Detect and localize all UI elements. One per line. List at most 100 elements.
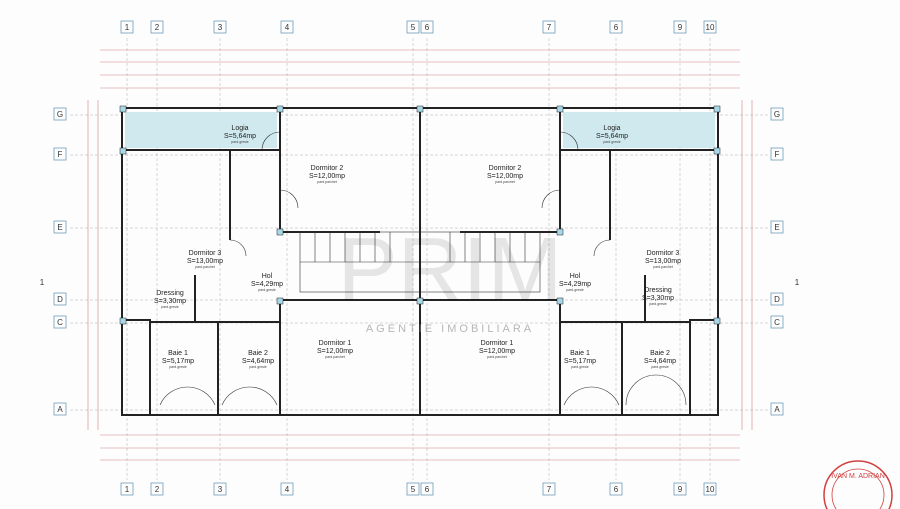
axis-row-right-box [770, 402, 784, 416]
axis-column-top-box [213, 20, 227, 34]
staircase [299, 231, 541, 293]
structural-columns [119, 105, 721, 325]
axis-column-bottom-box [150, 482, 164, 496]
room-name: Baie 1 [168, 350, 188, 357]
room-floor: pard.parchet [195, 265, 215, 269]
room-floor: pard.gresie [603, 140, 621, 144]
axis-column-bottom-box [673, 482, 687, 496]
axis-row-right: F [775, 150, 780, 159]
axis-column-bottom-box [609, 482, 623, 496]
logia-left [125, 112, 277, 148]
axis-column-top: 9 [678, 23, 683, 32]
axis-column-bottom: 10 [706, 485, 715, 494]
axis-column-top: 5 [411, 23, 416, 32]
stamp-text: IVAN M. ADRIAN [831, 473, 885, 480]
room-area: S=3,30mp [154, 298, 186, 305]
room-floor: pard.parchet [653, 265, 673, 269]
axis-row-left: G [57, 110, 63, 119]
room-name: Dormitor 3 [647, 250, 680, 257]
room-name: Dormitor 2 [489, 165, 522, 172]
axis-column-bottom: 7 [547, 485, 552, 494]
room-name: Dormitor 3 [189, 250, 222, 257]
axis-column-bottom-box [213, 482, 227, 496]
room-floor: pard.gresie [258, 288, 276, 292]
axis-column-top-box [703, 20, 717, 34]
room-area: S=3,30mp [642, 295, 674, 302]
axis-row-right: G [774, 110, 780, 119]
room-name: Dressing [156, 290, 184, 297]
axis-column-bottom: 3 [218, 485, 223, 494]
room-name: Baie 2 [248, 350, 268, 357]
axis-column-bottom-box [280, 482, 294, 496]
axis-row-left: A [57, 405, 63, 414]
room-floor: pard.gresie [169, 365, 187, 369]
room-floor: pard.gresie [649, 302, 667, 306]
axis-row-right: A [774, 405, 780, 414]
axis-column-bottom-box [120, 482, 134, 496]
room-area: S=13,00mp [187, 258, 223, 265]
room-name: Hol [262, 273, 273, 280]
axis-row-left: F [58, 150, 63, 159]
axis-row-right: C [774, 318, 780, 327]
room-floor: pard.gresie [231, 140, 249, 144]
axis-row-right-box [770, 315, 784, 329]
axis-column-top-box [420, 20, 434, 34]
axis-labels-right: G F E D C A [770, 107, 784, 416]
axis-row-left: D [57, 295, 63, 304]
axis-row-left-box [53, 147, 67, 161]
axis-column-bottom: 5 [411, 485, 416, 494]
axis-column-top-box [120, 20, 134, 34]
room-name: Dormitor 2 [311, 165, 344, 172]
axis-column-top-box [673, 20, 687, 34]
axis-column-top-box [280, 20, 294, 34]
room-floor: pard.parchet [317, 180, 337, 184]
room-floor: pard.gresie [161, 305, 179, 309]
section-marker-left: 1 [40, 278, 45, 287]
axis-column-bottom-box [703, 482, 717, 496]
room-name: Dormitor 1 [481, 340, 514, 347]
axis-column-bottom: 1 [125, 485, 130, 494]
axis-column-top: 10 [706, 23, 715, 32]
watermark-tagline: AGENTIE IMOBILIARA [366, 323, 534, 335]
room-floor: pard.parchet [495, 180, 515, 184]
axis-column-top: 3 [218, 23, 223, 32]
axis-row-left-box [53, 107, 67, 121]
axis-column-top: 6 [425, 23, 430, 32]
axis-row-right-box [770, 107, 784, 121]
room-area: S=12,00mp [487, 173, 523, 180]
room-name: Logia [603, 125, 620, 132]
axis-column-bottom-box [420, 482, 434, 496]
axis-row-left: E [57, 223, 62, 232]
axis-row-right-box [770, 147, 784, 161]
axis-column-top: 2 [155, 23, 160, 32]
axis-row-right-box [770, 220, 784, 234]
axis-column-bottom: 2 [155, 485, 160, 494]
room-area: S=5,64mp [596, 133, 628, 140]
axis-column-top-box [406, 20, 420, 34]
room-area: S=5,17mp [564, 358, 596, 365]
room-name: Dressing [644, 287, 672, 294]
room-floor: pard.parchet [325, 355, 345, 359]
room-name: Baie 2 [650, 350, 670, 357]
room-area: S=4,29mp [559, 281, 591, 288]
axis-row-right: D [774, 295, 780, 304]
architect-stamp: IVAN M. ADRIAN [823, 460, 893, 509]
room-area: S=4,64mp [644, 358, 676, 365]
axis-row-right: E [774, 223, 779, 232]
room-area: S=4,29mp [251, 281, 283, 288]
axis-column-bottom-box [406, 482, 420, 496]
axis-row-left-box [53, 402, 67, 416]
